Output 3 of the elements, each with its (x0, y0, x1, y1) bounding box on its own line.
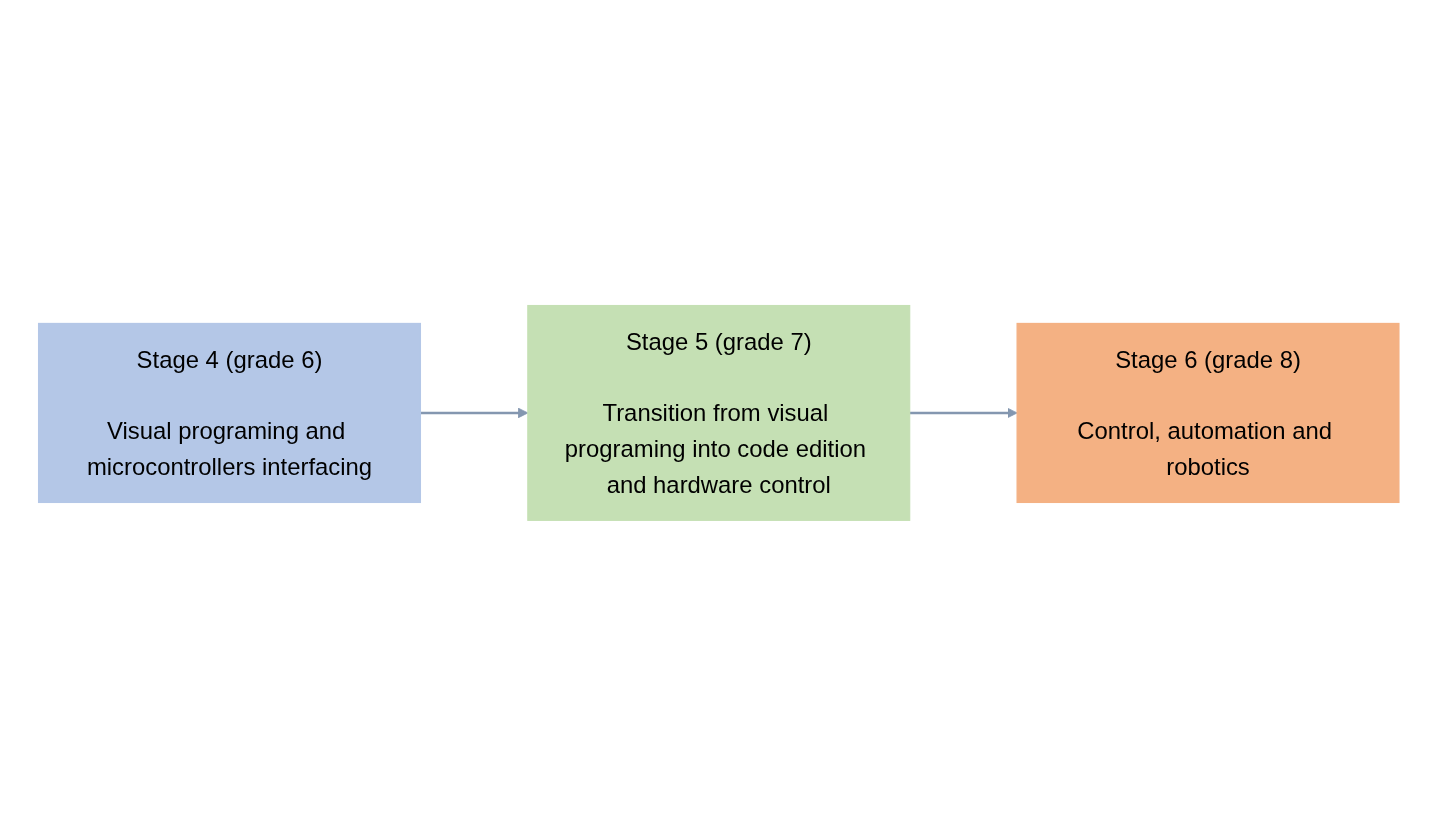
node-box: Stage 5 (grade 7) Transition from visual programing into code edition and hardware control (526, 305, 910, 521)
node-box: Stage 4 (grade 6) Visual programing and microcontrollers interfacing (37, 322, 421, 504)
node-box: Stage 6 (grade 8) Control, automation and robotics (1016, 322, 1400, 504)
